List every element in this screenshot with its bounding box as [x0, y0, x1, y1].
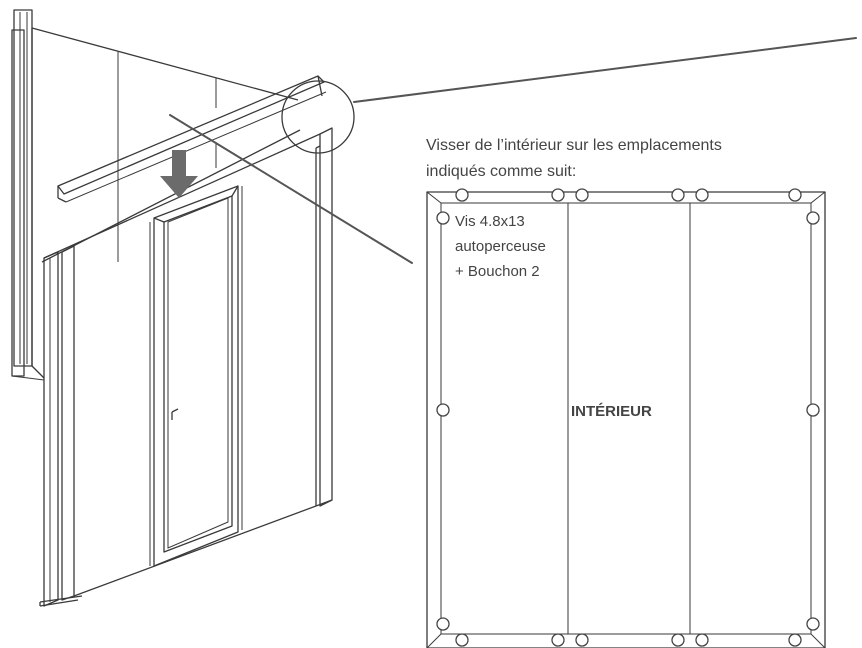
circle-icon: [806, 617, 820, 631]
circle-icon: [806, 403, 820, 417]
assembly-3d-view: [11, 9, 857, 607]
instruction-line-1: Visser de l’intérieur sur les emplacemen…: [426, 137, 722, 154]
circle-icon: [806, 211, 820, 225]
circle-icon: [436, 617, 450, 631]
circle-icon: [575, 188, 589, 202]
down-arrow-icon: [160, 150, 198, 198]
interior-screw-plan: [426, 188, 826, 648]
circle-icon: [455, 188, 469, 202]
screw-callout-line-1: Vis 4.8x13: [455, 213, 525, 230]
screw-callout-line-2: autoperceuse: [455, 238, 546, 255]
circle-icon: [551, 633, 565, 647]
circle-icon: [788, 188, 802, 202]
frame-inner: [440, 202, 812, 635]
front-enclosure: [39, 133, 321, 607]
instruction-line-2: indiqués comme suit:: [426, 163, 576, 180]
screw-points: [436, 188, 820, 647]
magnifier-circle-icon: [281, 80, 355, 154]
circle-icon: [695, 633, 709, 647]
circle-icon: [671, 188, 685, 202]
right-post: [315, 127, 333, 507]
left-post: [11, 9, 45, 381]
circle-icon: [436, 403, 450, 417]
zone-label-interior: INTÉRIEUR: [571, 403, 652, 420]
circle-icon: [695, 188, 709, 202]
circle-icon: [551, 188, 565, 202]
circle-icon: [575, 633, 589, 647]
top-rail: [57, 75, 327, 203]
circle-icon: [455, 633, 469, 647]
frame-outer: [426, 191, 826, 648]
circle-icon: [671, 633, 685, 647]
detail-leader-bottom: [169, 114, 413, 264]
circle-icon: [436, 211, 450, 225]
screw-callout-line-3: + Bouchon 2: [455, 263, 540, 280]
detail-leader-top: [353, 37, 857, 103]
circle-icon: [788, 633, 802, 647]
